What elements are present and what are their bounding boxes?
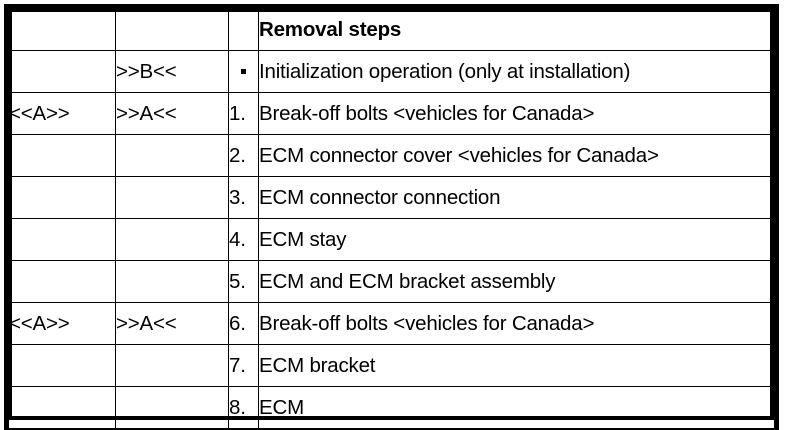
cell-step-number: 6. xyxy=(228,302,259,345)
cell-step-description: Break-off bolts <vehicles for Canada> xyxy=(258,92,775,135)
table-row: 8.ECM xyxy=(8,386,775,429)
cell-step-number: 8. xyxy=(228,386,259,429)
cell-step-description: ECM bracket xyxy=(258,344,775,387)
cell-mark-a xyxy=(8,50,116,93)
cell-step-description: ECM and ECM bracket assembly xyxy=(258,260,775,303)
cell-step-number xyxy=(228,50,259,93)
cell-step-number: 5. xyxy=(228,260,259,303)
cell-mark-a: <<A>> xyxy=(8,92,116,135)
table-row: 2.ECM connector cover <vehicles for Cana… xyxy=(8,134,775,177)
table-row: 7.ECM bracket xyxy=(8,344,775,387)
cell-step-number: 7. xyxy=(228,344,259,387)
cell-mark-b xyxy=(115,134,229,177)
cell-mark-a xyxy=(8,176,116,219)
header-cell-number xyxy=(228,8,259,51)
cell-mark-a xyxy=(8,218,116,261)
table-row: 4.ECM stay xyxy=(8,218,775,261)
cell-step-description: ECM xyxy=(258,386,775,429)
cell-mark-b xyxy=(115,344,229,387)
table-header-row: Removal steps xyxy=(8,8,775,51)
header-cell-mark-b xyxy=(115,8,229,51)
cell-mark-a xyxy=(8,134,116,177)
cell-mark-a xyxy=(8,344,116,387)
cell-mark-a xyxy=(8,260,116,303)
cell-mark-a: <<A>> xyxy=(8,302,116,345)
cell-mark-b xyxy=(115,176,229,219)
cell-step-description: ECM connector cover <vehicles for Canada… xyxy=(258,134,775,177)
cell-step-description: Break-off bolts <vehicles for Canada> xyxy=(258,302,775,345)
cell-mark-a xyxy=(8,386,116,429)
table-row: 5.ECM and ECM bracket assembly xyxy=(8,260,775,303)
cell-step-number: 2. xyxy=(228,134,259,177)
cell-mark-b xyxy=(115,386,229,429)
cell-mark-b xyxy=(115,260,229,303)
table-row: >>B<< Initialization operation (only at i… xyxy=(8,50,775,93)
bullet-dot-icon xyxy=(241,68,246,74)
cell-step-number: 4. xyxy=(228,218,259,261)
cell-mark-b xyxy=(115,218,229,261)
removal-steps-table: Removal steps >>B<< Initialization operati… xyxy=(4,4,779,430)
cell-step-number: 1. xyxy=(228,92,259,135)
header-cell-removal-steps: Removal steps xyxy=(258,8,775,51)
table-row: 3.ECM connector connection xyxy=(8,176,775,219)
cell-step-number: 3. xyxy=(228,176,259,219)
cell-step-description: ECM stay xyxy=(258,218,775,261)
header-cell-mark-a xyxy=(8,8,116,51)
cell-mark-b: >>A<< xyxy=(115,302,229,345)
table-body: Removal steps >>B<< Initialization operati… xyxy=(8,8,775,429)
table-row: <<A>>>>A<<6.Break-off bolts <vehicles fo… xyxy=(8,302,775,345)
cell-step-description: ECM connector connection xyxy=(258,176,775,219)
cell-mark-b: >>B<< xyxy=(115,50,229,93)
table-row: <<A>>>>A<<1.Break-off bolts <vehicles fo… xyxy=(8,92,775,135)
cell-step-description: Initialization operation (only at instal… xyxy=(258,50,775,93)
cell-mark-b: >>A<< xyxy=(115,92,229,135)
